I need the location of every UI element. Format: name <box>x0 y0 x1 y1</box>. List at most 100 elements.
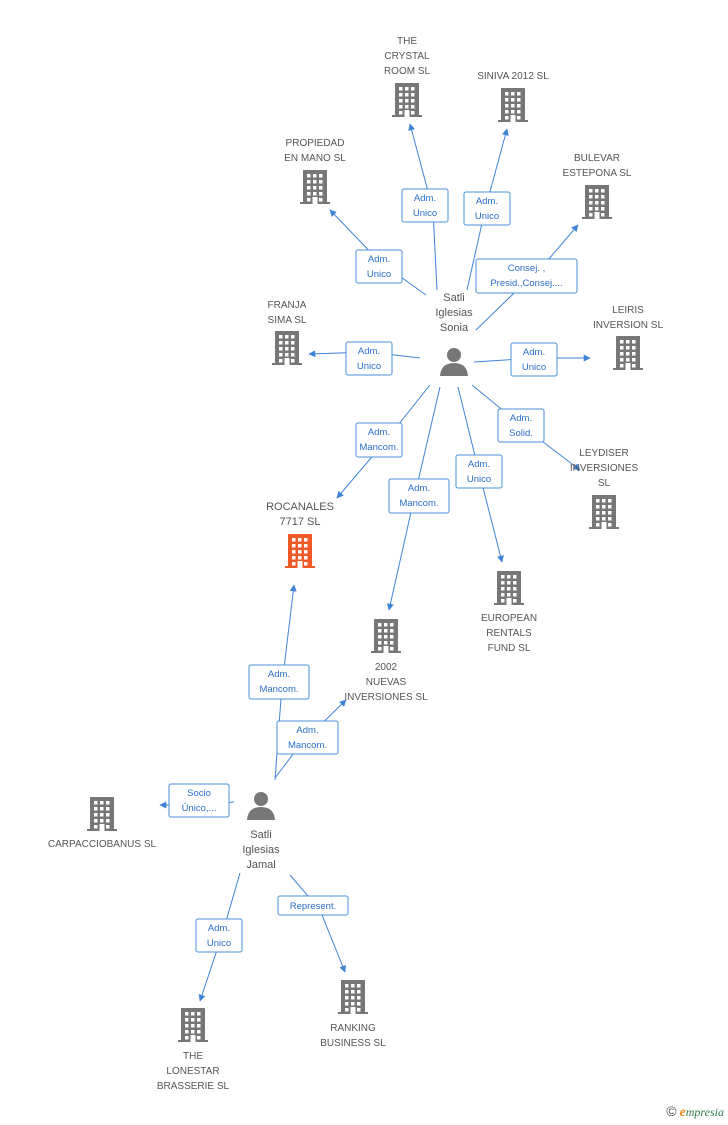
relation-label[interactable]: SocioÚnico,... <box>168 783 230 818</box>
node-label: CRYSTAL <box>384 51 430 62</box>
node-label: INVERSIONES <box>570 463 639 474</box>
relation-text: Adm. <box>368 254 390 265</box>
company-node[interactable]: THE CRYSTAL ROOM SL <box>384 36 431 117</box>
relation-text: Unico <box>357 361 381 372</box>
relation-box <box>455 454 503 489</box>
relation-label[interactable]: Consej. ,Presid.,Consej.... <box>475 258 578 294</box>
node-label: BRASSERIE SL <box>157 1081 230 1092</box>
building-icon <box>87 797 117 831</box>
building-icon <box>498 88 528 122</box>
node-label: INVERSIONES SL <box>344 692 428 703</box>
relation-text: Unico <box>467 474 491 485</box>
node-label: PROPIEDAD <box>286 138 345 149</box>
person-icon <box>440 348 468 376</box>
company-node[interactable]: SINIVA 2012 SL <box>477 71 549 122</box>
relation-text: Unico <box>367 269 391 280</box>
relation-text: Unico <box>522 362 546 373</box>
node-label: LEYDISER <box>579 448 628 459</box>
relation-box <box>463 191 511 226</box>
relation-text: Solid. <box>509 428 533 439</box>
relation-text: Adm. <box>296 725 318 736</box>
relation-text: Unico <box>413 208 437 219</box>
relation-text: Adm. <box>476 196 498 207</box>
building-icon <box>178 1008 208 1042</box>
node-label: SIMA SL <box>268 315 307 326</box>
node-label: INVERSION SL <box>593 320 663 331</box>
building-icon <box>494 571 524 605</box>
relation-text: Represent. <box>290 901 336 912</box>
relation-label[interactable]: Adm.Mancom. <box>388 478 450 514</box>
relation-box <box>497 408 545 443</box>
company-node[interactable]: CARPACCIOBANUS SL <box>48 797 157 850</box>
relation-text: Único,... <box>182 803 217 814</box>
building-icon <box>582 185 612 219</box>
relation-label[interactable]: Adm.Mancom. <box>355 422 403 458</box>
relation-box <box>475 258 578 294</box>
company-node[interactable]: LEIRIS INVERSION SL <box>593 305 663 370</box>
relation-label[interactable]: Adm. Mancom. <box>276 720 339 755</box>
relation-box <box>355 249 403 284</box>
relation-box <box>345 341 393 376</box>
relation-box <box>388 478 450 514</box>
building-icon <box>300 170 330 204</box>
node-label: Jamal <box>246 859 275 871</box>
relation-label[interactable]: Adm.Solid. <box>497 408 545 443</box>
node-label: 2002 <box>375 662 398 673</box>
relation-label[interactable]: Adm.Mancom. <box>248 664 310 700</box>
person-icon <box>247 792 275 820</box>
node-label: ESTEPONA SL <box>563 168 632 179</box>
copyright-icon: © <box>666 1103 677 1119</box>
building-icon <box>392 83 422 117</box>
node-label: 7717 SL <box>280 516 321 528</box>
node-label: THE <box>397 36 417 47</box>
building-icon <box>613 336 643 370</box>
relation-label[interactable]: Adm. Unico <box>510 342 558 377</box>
relation-box <box>277 895 349 916</box>
node-label: LEIRIS <box>612 305 644 316</box>
relation-label[interactable]: Adm. Unico <box>401 188 449 223</box>
relation-text: Mancom. <box>288 740 327 751</box>
relation-label[interactable]: Represent. <box>277 895 349 916</box>
nodes: THE CRYSTAL ROOM SL SINIVA 2012 SL PROPIEDAD… <box>48 36 664 1092</box>
relation-label[interactable]: Adm. Unico <box>195 918 243 953</box>
node-label: ROOM SL <box>384 66 431 77</box>
building-icon <box>338 980 368 1014</box>
relation-text: Adm. <box>208 923 230 934</box>
relation-text: Socio <box>187 788 211 799</box>
relation-text: Adm. <box>468 459 490 470</box>
node-label: SL <box>598 478 611 489</box>
relation-label[interactable]: Adm.Unico <box>345 341 393 376</box>
relation-text: Mancom. <box>399 498 438 509</box>
node-label: RANKING <box>330 1023 376 1034</box>
company-node[interactable]: LEYDISER INVERSIONES SL <box>570 448 639 529</box>
relation-text: Presid.,Consej.... <box>490 278 562 289</box>
relation-label[interactable]: Adm. Unico <box>455 454 503 489</box>
building-icon <box>589 495 619 529</box>
relation-text: Unico <box>475 211 499 222</box>
relation-text: Adm. <box>368 427 390 438</box>
node-label: NUEVAS <box>366 677 407 688</box>
node-label: THE <box>183 1051 203 1062</box>
node-label: Iglesias <box>242 844 280 856</box>
relation-text: Adm. <box>414 193 436 204</box>
relation-label[interactable]: Adm. Unico <box>463 191 511 226</box>
relation-label[interactable]: Adm. Unico <box>355 249 403 284</box>
relation-text: Adm. <box>523 347 545 358</box>
relation-text: Unico <box>207 938 231 949</box>
brand-watermark: ©empresia <box>666 1103 724 1121</box>
relation-box <box>248 664 310 700</box>
relation-box <box>510 342 558 377</box>
node-label: SINIVA 2012 SL <box>477 71 549 82</box>
relation-box <box>195 918 243 953</box>
